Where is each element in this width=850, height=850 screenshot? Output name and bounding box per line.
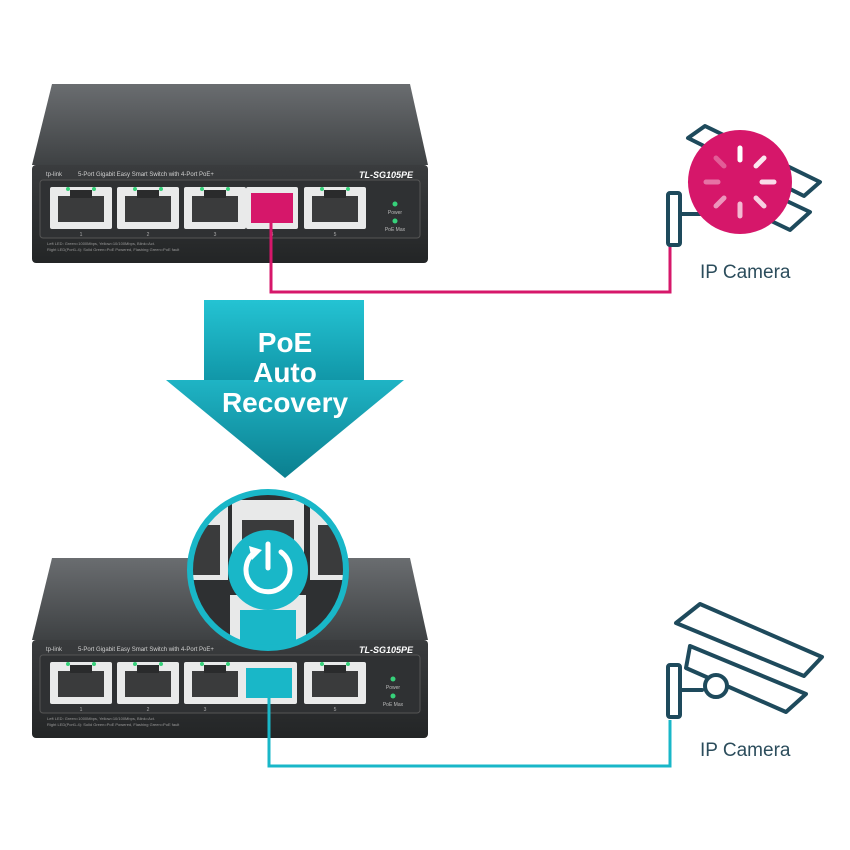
top-port-1 <box>50 187 112 229</box>
top-legend-line-2: Right LED(Port1-4): Solid Green=PoE Powe… <box>47 247 180 252</box>
power-restart-icon <box>228 530 308 610</box>
top-port-4-highlighted <box>246 187 298 229</box>
arrow-line-2: Auto <box>253 357 317 388</box>
top-camera-mount-plate <box>666 191 682 247</box>
bottom-port-3 <box>184 662 246 704</box>
poe-auto-recovery-arrow: PoE Auto Recovery <box>166 300 404 478</box>
top-switch-lid <box>32 84 428 165</box>
top-poemax-led <box>392 218 398 224</box>
bottom-cable <box>267 698 672 768</box>
arrow-head <box>166 380 404 478</box>
bottom-power-label: Power <box>386 685 401 691</box>
bottom-scene: tp-link 5-Port Gigabit Easy Smart Switch… <box>32 489 824 768</box>
top-cable <box>269 223 672 294</box>
bottom-power-led <box>390 676 396 682</box>
top-port-number-5: 5 <box>334 232 337 238</box>
bottom-legend-line-2: Right LED(Port1-4): Solid Green=PoE Powe… <box>47 722 180 727</box>
bottom-camera-label: IP Camera <box>700 740 791 761</box>
bottom-switch: tp-link 5-Port Gigabit Easy Smart Switch… <box>32 558 428 738</box>
bottom-port-2 <box>117 662 179 704</box>
top-scene: tp-link 5-Port Gigabit Easy Smart Switch… <box>32 84 822 294</box>
top-poemax-label: PoE Max <box>385 227 406 233</box>
bottom-brand-label: tp-link <box>46 647 63 653</box>
top-port-3 <box>184 187 246 229</box>
top-port-number-1: 1 <box>80 232 83 238</box>
top-legend-line-1: Left LED: Green=1000Mbps, Yellow=10/100M… <box>47 241 155 246</box>
bottom-port-number-5: 5 <box>334 707 337 713</box>
arrow-line-3: Recovery <box>222 387 349 418</box>
top-power-label: Power <box>388 210 403 216</box>
bottom-legend-line-1: Left LED: Green=1000Mbps, Yellow=10/100M… <box>47 716 155 721</box>
bottom-port-5 <box>304 662 366 704</box>
top-power-led <box>392 201 398 207</box>
top-port-5 <box>304 187 366 229</box>
bottom-description-label: 5-Port Gigabit Easy Smart Switch with 4-… <box>78 647 214 653</box>
top-camera-label: IP Camera <box>700 262 791 283</box>
top-switch: tp-link 5-Port Gigabit Easy Smart Switch… <box>32 84 428 263</box>
bottom-port-4-highlighted <box>241 662 297 704</box>
top-port-2 <box>117 187 179 229</box>
loading-spinner-icon <box>688 130 792 234</box>
top-port-number-2: 2 <box>147 232 150 238</box>
bottom-port-number-1: 1 <box>80 707 83 713</box>
arrow-line-1: PoE <box>258 327 312 358</box>
arrow-shaft <box>204 300 364 380</box>
security-camera-icon <box>666 602 824 719</box>
bottom-port-1 <box>50 662 112 704</box>
bottom-poemax-label: PoE Max <box>383 702 404 708</box>
top-description-label: 5-Port Gigabit Easy Smart Switch with 4-… <box>78 172 214 178</box>
top-brand-label: tp-link <box>46 172 63 178</box>
top-model-label: TL-SG105PE <box>359 170 414 180</box>
top-port-number-3: 3 <box>214 232 217 238</box>
bottom-port-number-2: 2 <box>147 707 150 713</box>
bottom-port-number-3: 3 <box>204 707 207 713</box>
bottom-poemax-led <box>390 693 396 699</box>
bottom-model-label: TL-SG105PE <box>359 645 414 655</box>
port-zoom-magnifier <box>187 489 349 651</box>
